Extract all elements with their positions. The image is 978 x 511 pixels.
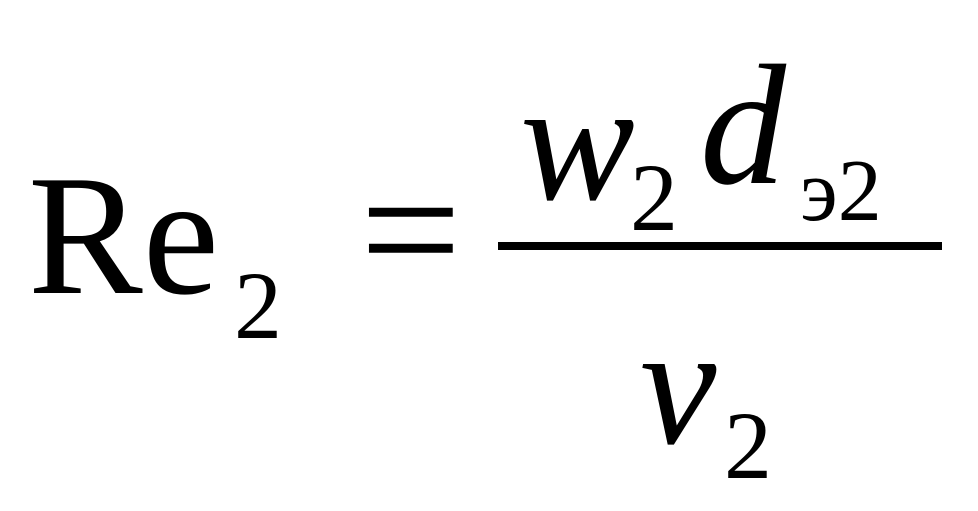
numerator-diameter-subscript: э2 bbox=[800, 143, 882, 240]
numerator-velocity-subscript: 2 bbox=[630, 144, 678, 251]
denominator-viscosity-subscript: 2 bbox=[724, 392, 772, 499]
fraction-bar bbox=[498, 242, 942, 250]
numerator-velocity-symbol: w bbox=[520, 47, 635, 237]
lhs-subscript: 2 bbox=[234, 252, 282, 359]
lhs-symbol: Re bbox=[28, 141, 220, 331]
equals-sign: = bbox=[360, 130, 462, 329]
denominator-viscosity-symbol: v bbox=[640, 291, 717, 481]
numerator-diameter-symbol: d bbox=[700, 31, 786, 221]
